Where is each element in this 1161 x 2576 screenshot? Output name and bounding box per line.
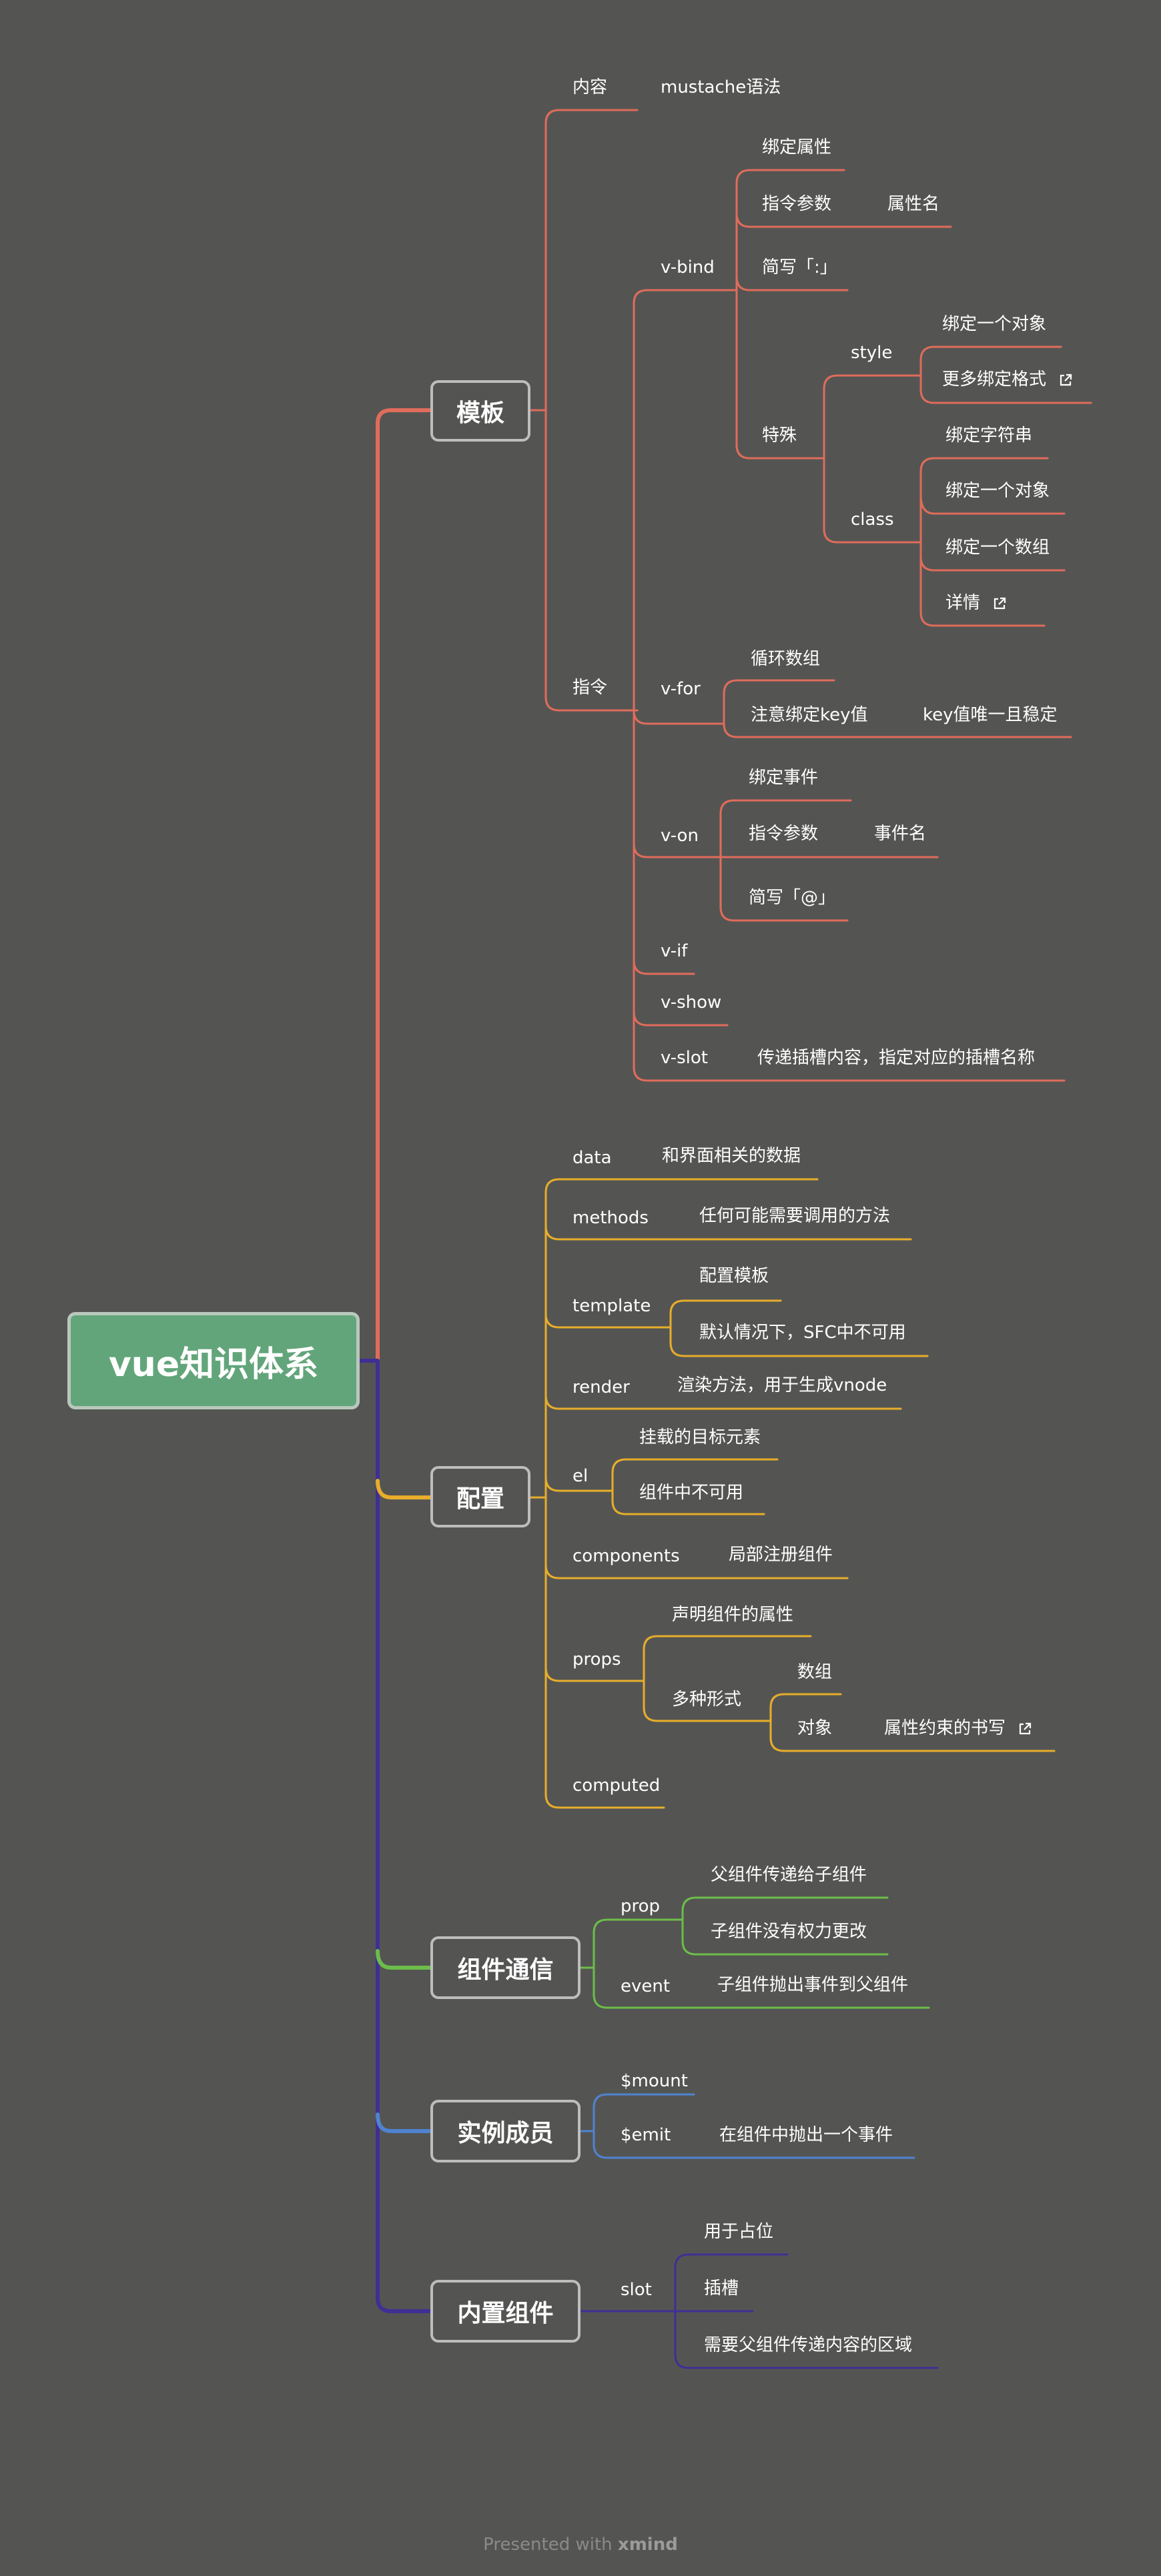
subtopic-class-object[interactable]: 绑定一个对象	[945, 481, 1050, 501]
subtopic-parent-to-child[interactable]: 父组件传递给子组件	[711, 1865, 867, 1885]
subtopic-attr-name[interactable]: 属性名	[887, 194, 940, 214]
subtopic-slot[interactable]: slot	[621, 2280, 652, 2300]
footer-prefix: Presented with	[483, 2535, 613, 2555]
topic-communication[interactable]: 组件通信	[430, 1936, 580, 1999]
topic-config[interactable]: 配置	[430, 1466, 530, 1527]
subtopic-computed[interactable]: computed	[572, 1776, 661, 1796]
subtopic-event[interactable]: event	[621, 1976, 671, 1996]
subtopic-el[interactable]: el	[572, 1466, 589, 1486]
subtopic-vshow[interactable]: v-show	[661, 993, 722, 1013]
subtopic-data[interactable]: data	[572, 1148, 612, 1168]
subtopic-el-unavailable[interactable]: 组件中不可用	[639, 1483, 744, 1503]
subtopic-content[interactable]: 内容	[572, 77, 608, 97]
subtopic-class[interactable]: class	[851, 510, 894, 530]
subtopic-vfor[interactable]: v-for	[661, 679, 701, 699]
subtopic-colon-shorthand[interactable]: 简写「:」	[762, 257, 837, 277]
external-link-icon[interactable]	[1018, 1722, 1032, 1736]
subtopic-vslot[interactable]: v-slot	[661, 1048, 708, 1068]
subtopic-key-note[interactable]: 注意绑定key值	[751, 705, 868, 725]
subtopic-event-desc[interactable]: 子组件抛出事件到父组件	[717, 1975, 909, 1995]
subtopic-render[interactable]: render	[572, 1377, 630, 1397]
subtopic-vif[interactable]: v-if	[661, 941, 688, 961]
footer-credit: Presented with xmind	[0, 2535, 1161, 2555]
subtopic-emit[interactable]: $emit	[621, 2125, 671, 2145]
subtopic-class-string[interactable]: 绑定字符串	[945, 426, 1033, 446]
more-formats-label: 更多绑定格式	[942, 370, 1047, 390]
subtopic-components-desc[interactable]: 局部注册组件	[729, 1545, 833, 1565]
subtopic-vbind[interactable]: v-bind	[661, 257, 715, 277]
subtopic-prop-constraints[interactable]: 属性约束的书写	[884, 1720, 1032, 1737]
subtopic-child-no-modify[interactable]: 子组件没有权力更改	[711, 1922, 867, 1942]
root-topic[interactable]: vue知识体系	[67, 1312, 360, 1409]
topic-builtin[interactable]: 内置组件	[430, 2280, 580, 2343]
subtopic-vbind-arg[interactable]: 指令参数	[762, 194, 832, 214]
subtopic-prop[interactable]: prop	[621, 1896, 661, 1916]
subtopic-declare-props[interactable]: 声明组件的属性	[672, 1605, 794, 1625]
subtopic-at-shorthand[interactable]: 简写「@」	[749, 888, 836, 908]
subtopic-style[interactable]: style	[851, 343, 893, 363]
subtopic-config-template[interactable]: 配置模板	[699, 1266, 769, 1286]
subtopic-object-form[interactable]: 对象	[797, 1718, 833, 1738]
subtopic-bind-event[interactable]: 绑定事件	[749, 768, 819, 788]
subtopic-special[interactable]: 特殊	[762, 426, 797, 446]
subtopic-methods-desc[interactable]: 任何可能需要调用的方法	[699, 1206, 891, 1226]
prop-constraints-label: 属性约束的书写	[884, 1718, 1006, 1738]
subtopic-emit-desc[interactable]: 在组件中抛出一个事件	[719, 2125, 893, 2145]
class-detail-label: 详情	[945, 593, 981, 613]
topic-template[interactable]: 模板	[430, 380, 530, 442]
subtopic-class-detail[interactable]: 详情	[945, 594, 1007, 612]
subtopic-class-array[interactable]: 绑定一个数组	[945, 538, 1050, 558]
subtopic-more-formats[interactable]: 更多绑定格式	[942, 371, 1073, 388]
subtopic-render-desc[interactable]: 渲染方法，用于生成vnode	[677, 1375, 887, 1395]
subtopic-slot-cn[interactable]: 插槽	[704, 2279, 739, 2299]
xmind-brand: xmind	[617, 2535, 678, 2555]
subtopic-array-form[interactable]: 数组	[797, 1662, 833, 1682]
subtopic-multiple-forms[interactable]: 多种形式	[672, 1690, 742, 1710]
subtopic-sfc-unavailable[interactable]: 默认情况下，SFC中不可用	[699, 1323, 906, 1343]
subtopic-key-detail[interactable]: key值唯一且稳定	[923, 705, 1058, 725]
subtopic-props[interactable]: props	[572, 1650, 621, 1670]
subtopic-style-object[interactable]: 绑定一个对象	[942, 314, 1047, 334]
subtopic-slot-region[interactable]: 需要父组件传递内容的区域	[704, 2335, 913, 2355]
subtopic-placeholder[interactable]: 用于占位	[704, 2222, 774, 2242]
external-link-icon[interactable]	[1058, 373, 1073, 388]
subtopic-mount-target[interactable]: 挂载的目标元素	[639, 1427, 761, 1447]
subtopic-template-option[interactable]: template	[572, 1296, 651, 1316]
subtopic-data-desc[interactable]: 和界面相关的数据	[662, 1146, 801, 1166]
subtopic-mustache[interactable]: mustache语法	[661, 77, 781, 97]
subtopic-mount[interactable]: $mount	[621, 2071, 688, 2091]
subtopic-von[interactable]: v-on	[661, 826, 699, 846]
subtopic-components[interactable]: components	[572, 1546, 680, 1566]
subtopic-directives[interactable]: 指令	[572, 678, 608, 698]
subtopic-methods[interactable]: methods	[572, 1208, 649, 1228]
subtopic-event-name[interactable]: 事件名	[874, 824, 927, 844]
subtopic-vslot-desc[interactable]: 传递插槽内容，指定对应的插槽名称	[757, 1048, 1036, 1068]
subtopic-loop-array[interactable]: 循环数组	[751, 649, 821, 669]
external-link-icon[interactable]	[992, 596, 1007, 611]
topic-instance[interactable]: 实例成员	[430, 2100, 580, 2162]
subtopic-von-arg[interactable]: 指令参数	[749, 824, 819, 844]
subtopic-bind-attr[interactable]: 绑定属性	[762, 137, 832, 157]
